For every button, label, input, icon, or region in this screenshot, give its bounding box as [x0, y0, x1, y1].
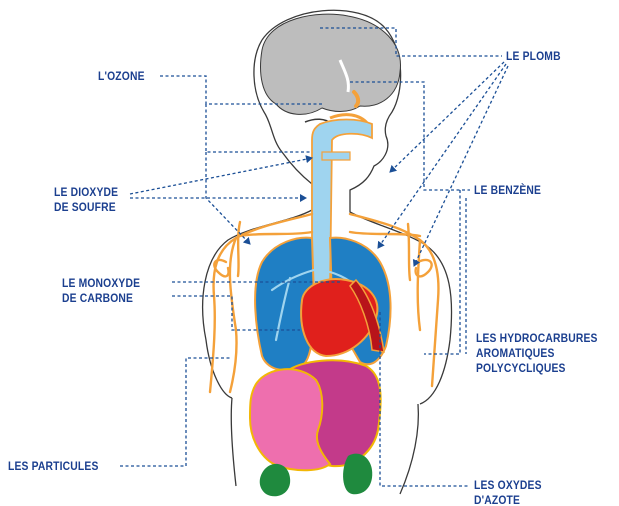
label-dioxyde-de-soufre: LE DIOXYDE DE SOUFRE [54, 185, 118, 215]
label-particules-line-1: LES PARTICULES [8, 459, 99, 474]
leader-plomb-arrow-1 [390, 62, 504, 172]
label-oxydes-d-azote: LES OXYDES D'AZOTE [474, 478, 542, 506]
leader-particules [120, 358, 232, 466]
label-particules: LES PARTICULES [8, 459, 99, 474]
label-hap-line-1: LES HYDROCARBURES [476, 331, 598, 346]
brain [261, 14, 401, 114]
label-hydrocarbures: LES HYDROCARBURES AROMATIQUES POLYCYCLIQ… [476, 331, 598, 376]
right-kidney [343, 454, 372, 495]
label-plomb: LE PLOMB [506, 49, 561, 64]
label-benzene: LE BENZÈNE [474, 183, 541, 198]
label-oxydes-line-1: LES OXYDES [474, 478, 542, 493]
label-monoxyde-de-carbone: LE MONOXYDE DE CARBONE [62, 276, 140, 306]
airway-branch [322, 152, 350, 160]
leader-oxydes [380, 312, 470, 486]
leader-plomb-arrow-2 [378, 64, 506, 248]
label-ozone: L'OZONE [98, 69, 145, 84]
label-dioxyde-line-2: DE SOUFRE [54, 200, 118, 215]
label-hap-line-3: POLYCYCLIQUES [476, 361, 598, 376]
left-kidney [260, 464, 290, 496]
leader-dioxyde [130, 158, 312, 194]
label-plomb-line-1: LE PLOMB [506, 49, 561, 64]
label-monoxyde-line-1: LE MONOXYDE [62, 276, 140, 291]
label-benzene-line-1: LE BENZÈNE [474, 183, 541, 198]
label-monoxyde-line-2: DE CARBONE [62, 291, 140, 306]
leader-plomb-arrow-3 [414, 66, 508, 266]
label-dioxyde-line-1: LE DIOXYDE [54, 185, 118, 200]
label-ozone-line-1: L'OZONE [98, 69, 145, 84]
label-oxydes-line-2: D'AZOTE [474, 493, 542, 506]
liver [250, 369, 330, 470]
label-hap-line-2: AROMATIQUES [476, 346, 598, 361]
